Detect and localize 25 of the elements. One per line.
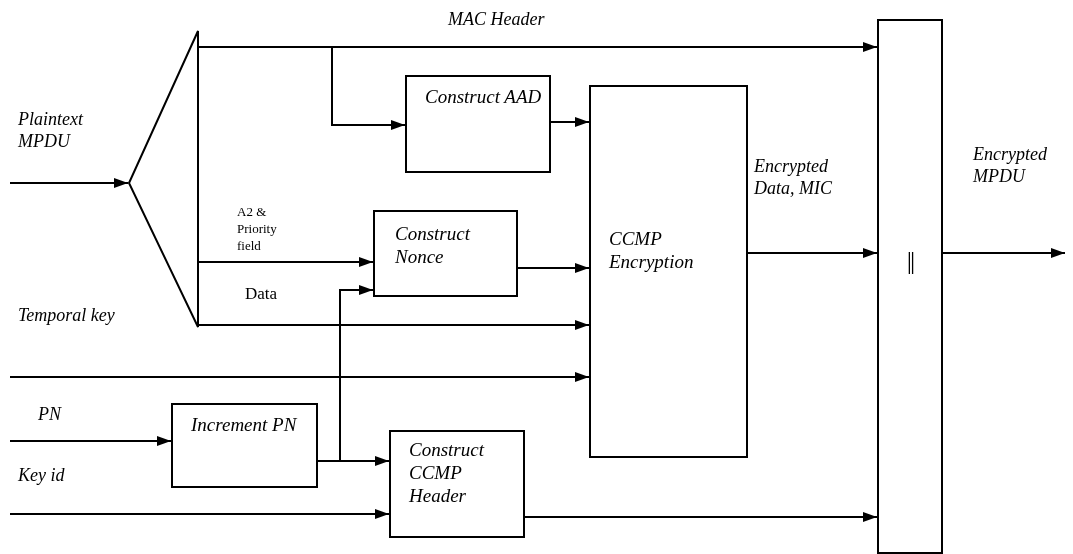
arrow <box>9 372 590 382</box>
box-label: Increment PN <box>191 413 298 436</box>
arrow <box>9 436 172 446</box>
concatenation-symbol: || <box>905 249 915 272</box>
arrow <box>9 509 390 519</box>
box-label: Construct Nonce <box>395 222 472 268</box>
arrow <box>942 248 1066 258</box>
box-label: CCMP Encryption <box>609 227 695 273</box>
arrow <box>524 512 878 522</box>
arrow <box>317 456 390 466</box>
arrow <box>550 117 590 127</box>
process-box <box>589 85 748 458</box>
process-box <box>373 210 518 297</box>
process-box <box>171 403 318 488</box>
arrow <box>198 320 590 330</box>
box-label: Construct CCMP Header <box>409 438 486 507</box>
box-label: Construct AAD <box>425 85 543 108</box>
concatenation-bar <box>877 19 943 554</box>
process-box <box>389 430 525 538</box>
arrow <box>198 46 406 130</box>
arrow <box>198 257 374 267</box>
arrow <box>9 178 129 188</box>
arrow <box>747 248 878 258</box>
arrow <box>517 263 590 273</box>
process-box <box>405 75 551 173</box>
